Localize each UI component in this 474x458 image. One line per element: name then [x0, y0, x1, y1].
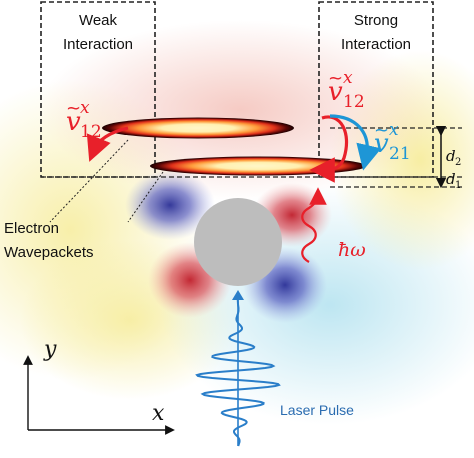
photon-energy-label: ħω	[338, 239, 366, 261]
weak-label-line2: Interaction	[63, 36, 133, 53]
curved-arrow-icon	[329, 114, 382, 171]
strong-label-line2: Interaction	[341, 36, 411, 53]
d1-sub: 1	[455, 180, 461, 191]
tilde-icon: ~	[374, 120, 389, 141]
v21-symbol: v ~ x 21	[374, 120, 411, 164]
d2-base: d	[446, 147, 456, 165]
weak-label-line1: Weak	[79, 12, 118, 29]
laser-pulse	[195, 290, 281, 447]
v12-right-sub: 12	[343, 92, 365, 112]
electron-wavepacket-lower	[150, 156, 366, 176]
tilde-icon: ~	[328, 68, 343, 89]
d1-label: d 1	[446, 170, 461, 191]
v12-right-base: v	[328, 77, 343, 107]
v12-left-base: v	[66, 107, 81, 137]
laser-pulse-label: Laser Pulse	[280, 402, 354, 418]
laser-waveform	[195, 300, 281, 447]
metal-sphere	[194, 198, 282, 286]
arrow-up-icon	[232, 290, 244, 300]
curved-arrow-icon	[309, 115, 349, 183]
v21-sub: 21	[389, 144, 411, 164]
strong-label-line1: Strong	[354, 12, 398, 29]
curved-arrow-icon	[86, 126, 129, 162]
leader-line-upper	[49, 139, 129, 223]
wavy-arrow-icon	[301, 187, 327, 263]
x-axis-label: x	[152, 401, 165, 426]
v21-sup: x	[389, 120, 399, 140]
d1-base: d	[446, 170, 456, 188]
strong-interaction-box	[318, 1, 434, 178]
electron-label-line2: Wavepackets	[4, 244, 93, 261]
v12-left-sub: 12	[80, 122, 102, 142]
y-axis-label: y	[43, 337, 57, 362]
v21-base: v	[374, 129, 389, 159]
v12-right-sup: x	[343, 68, 353, 88]
d2-label: d 2	[446, 147, 461, 168]
v12-right-symbol: v ~ x 12	[328, 68, 365, 112]
d2-sub: 2	[455, 157, 461, 168]
tilde-icon: ~	[66, 98, 81, 119]
electron-label-line1: Electron	[4, 220, 59, 237]
v12-left-sup: x	[80, 98, 90, 118]
electron-wavepacket-upper	[102, 117, 294, 139]
v12-left-symbol: v ~ x 12	[66, 98, 102, 142]
